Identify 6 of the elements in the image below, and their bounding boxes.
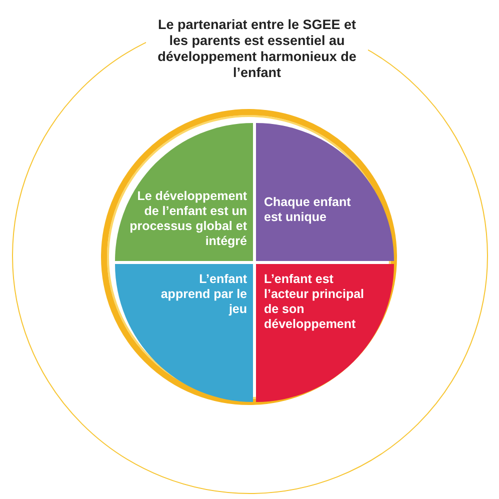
quadrant-label: Le développement de l’enfant est un processus global et intégré: [129, 189, 247, 249]
ring: [101, 109, 397, 405]
quadrant-label: L’enfant apprend par le jeu: [160, 272, 247, 317]
quadrant-label: L’enfant est l’acteur principal de son développement: [264, 272, 366, 332]
quadrant-label: Chaque enfant est unique: [264, 195, 352, 225]
pie-quadrant: [115, 123, 253, 261]
